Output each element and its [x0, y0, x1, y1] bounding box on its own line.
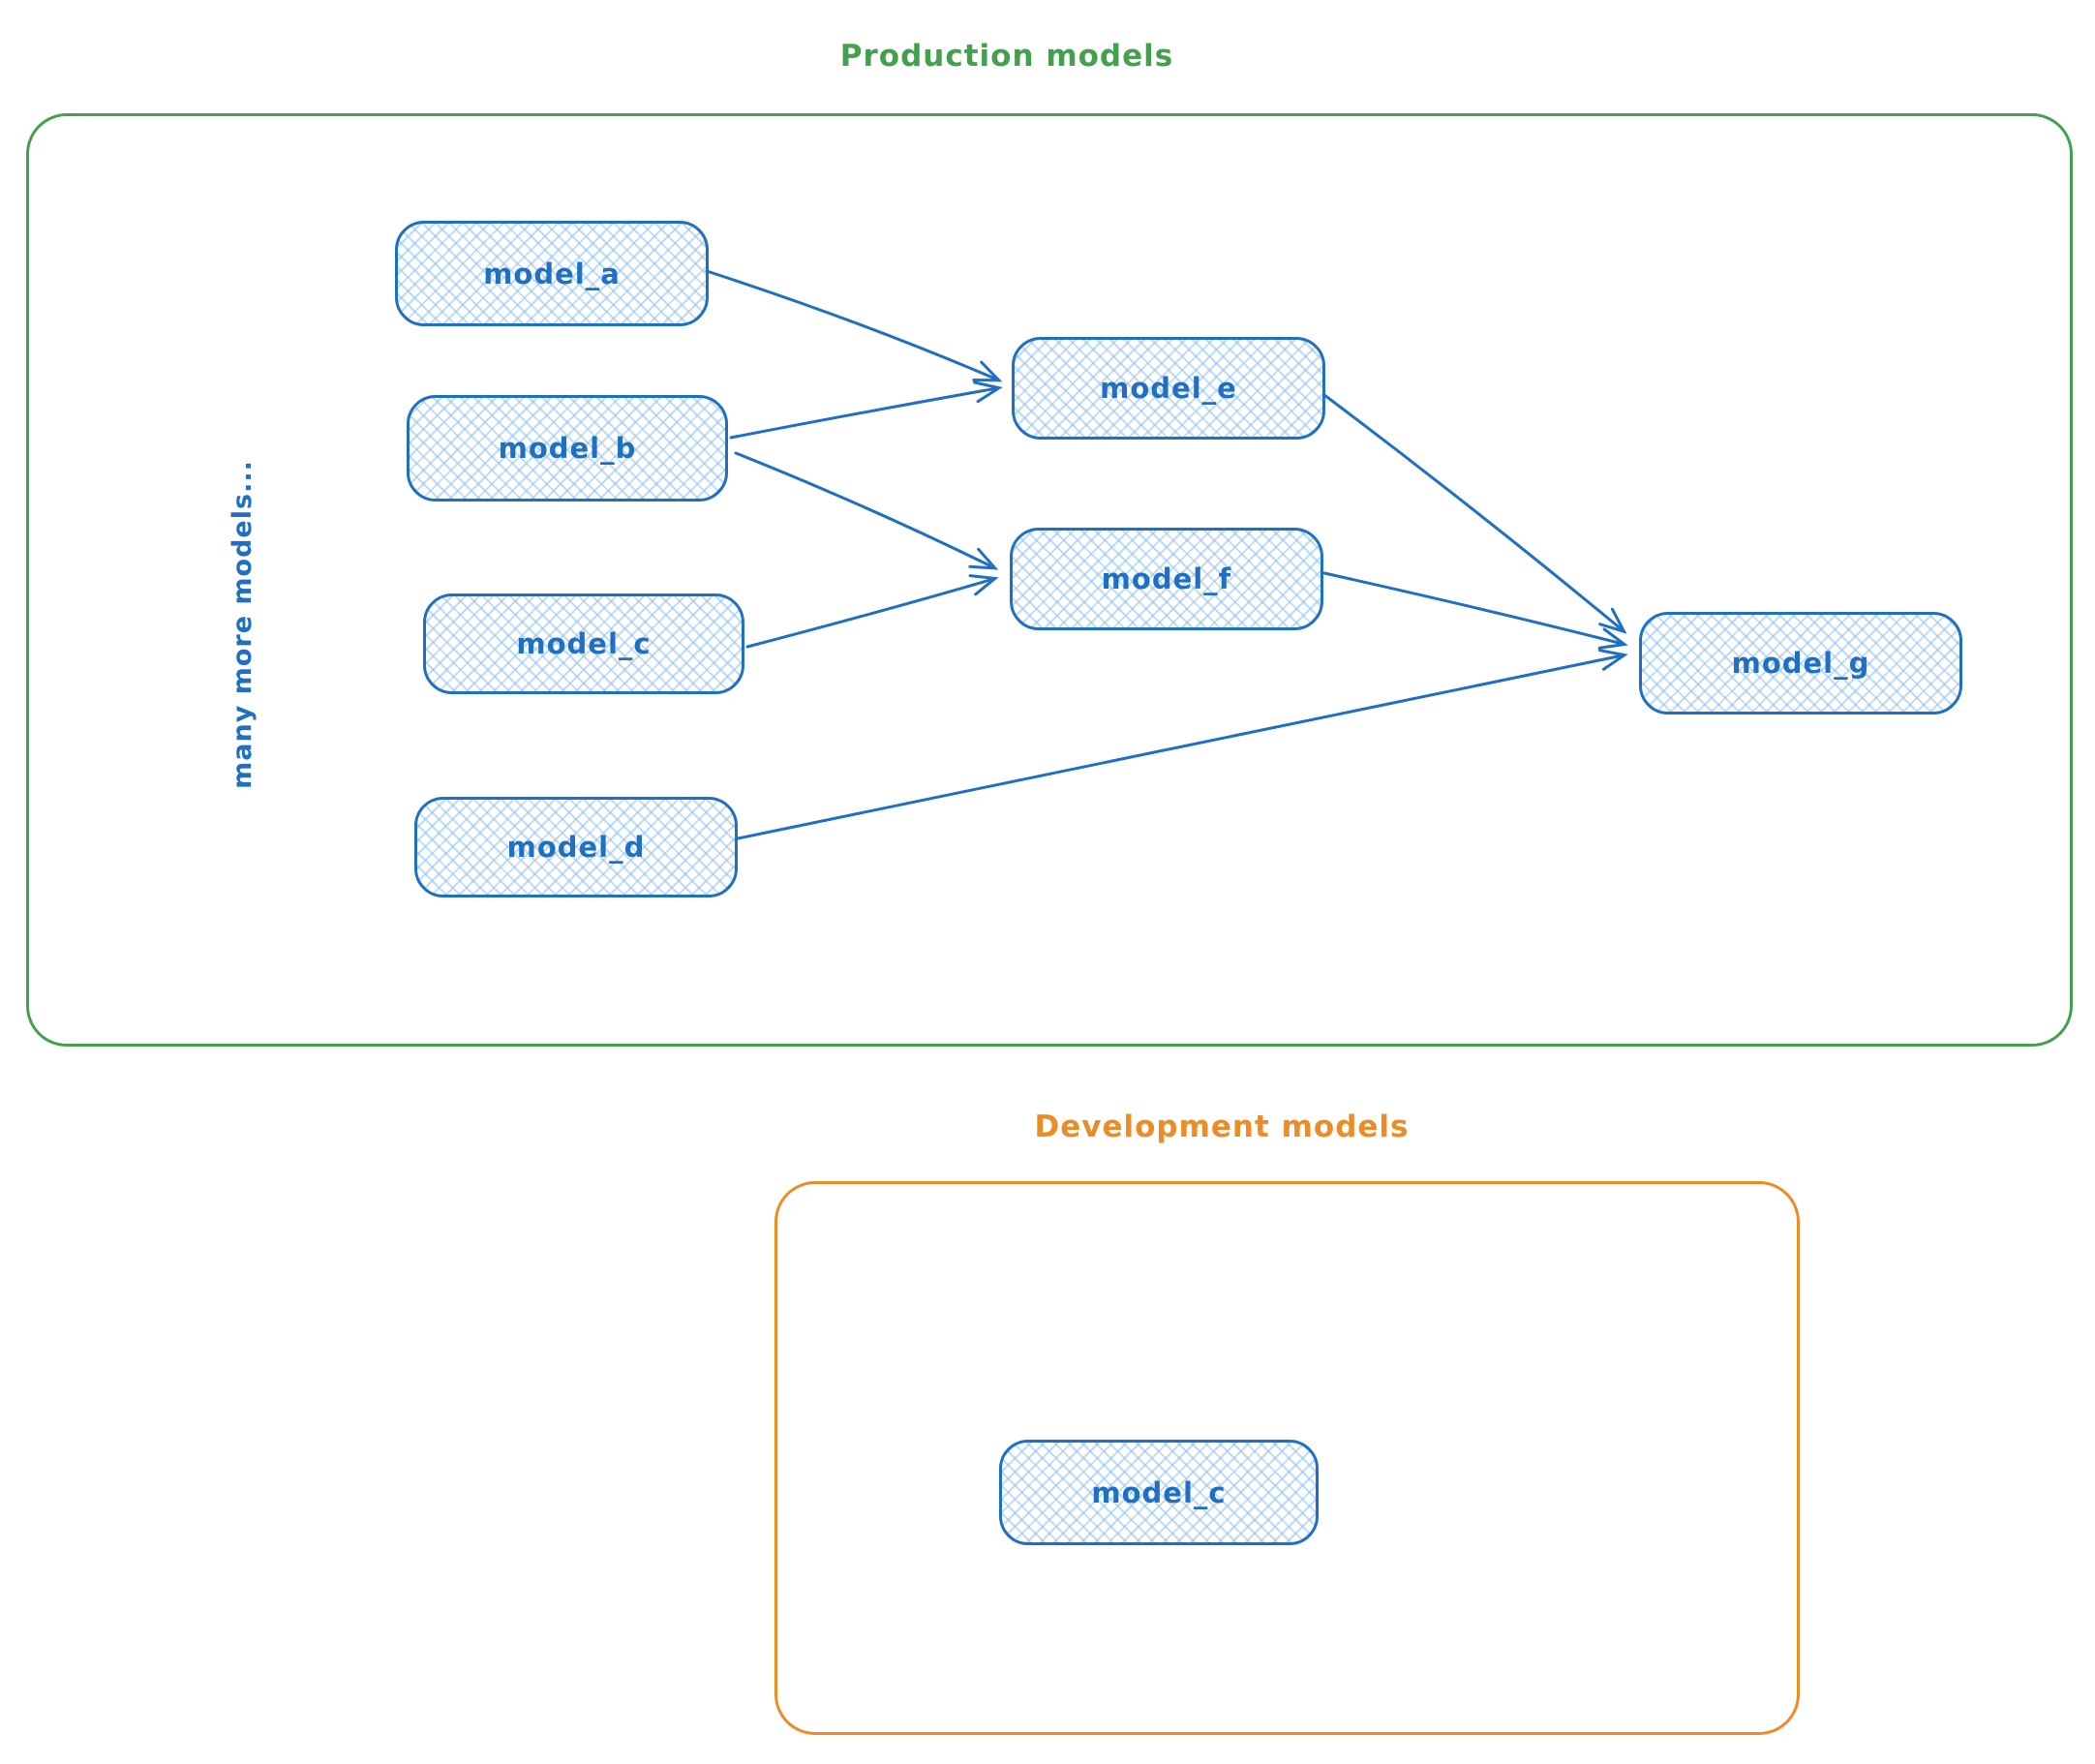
- node-model-f[interactable]: model_f: [1010, 528, 1323, 630]
- node-dev-model-c[interactable]: model_c: [999, 1440, 1319, 1545]
- arrow-model-b-to-model-e[interactable]: [729, 380, 1003, 440]
- node-model-g-label: model_g: [1731, 647, 1870, 680]
- many-more-models-note[interactable]: many more models...: [228, 460, 258, 789]
- arrow-model-b-to-model-f[interactable]: [734, 451, 999, 570]
- node-model-e-label: model_e: [1100, 372, 1237, 405]
- node-model-d-label: model_d: [506, 831, 646, 864]
- arrow-model-f-to-model-g[interactable]: [1322, 571, 1628, 650]
- node-model-c[interactable]: model_c: [423, 593, 744, 694]
- development-group-container[interactable]: [774, 1181, 1800, 1735]
- node-dev-model-c-label: model_c: [1091, 1475, 1227, 1509]
- node-model-b[interactable]: model_b: [407, 395, 728, 502]
- node-model-f-label: model_f: [1101, 563, 1232, 595]
- node-model-e[interactable]: model_e: [1012, 337, 1325, 440]
- arrow-model-c-to-model-f[interactable]: [745, 574, 999, 649]
- node-model-g[interactable]: model_g: [1639, 612, 1962, 715]
- arrow-model-d-to-model-g[interactable]: [736, 649, 1628, 840]
- production-group-container[interactable]: [26, 113, 2073, 1047]
- node-model-d[interactable]: model_d: [414, 797, 738, 897]
- development-group-title[interactable]: Development models: [1034, 1110, 1410, 1144]
- arrow-model-e-to-model-g[interactable]: [1322, 393, 1627, 634]
- node-model-c-label: model_c: [516, 627, 652, 660]
- node-model-b-label: model_b: [498, 432, 637, 465]
- arrow-model-a-to-model-e[interactable]: [705, 269, 1003, 382]
- node-model-a[interactable]: model_a: [395, 221, 709, 326]
- node-model-a-label: model_a: [483, 257, 621, 290]
- production-group-title[interactable]: Production models: [839, 39, 1174, 74]
